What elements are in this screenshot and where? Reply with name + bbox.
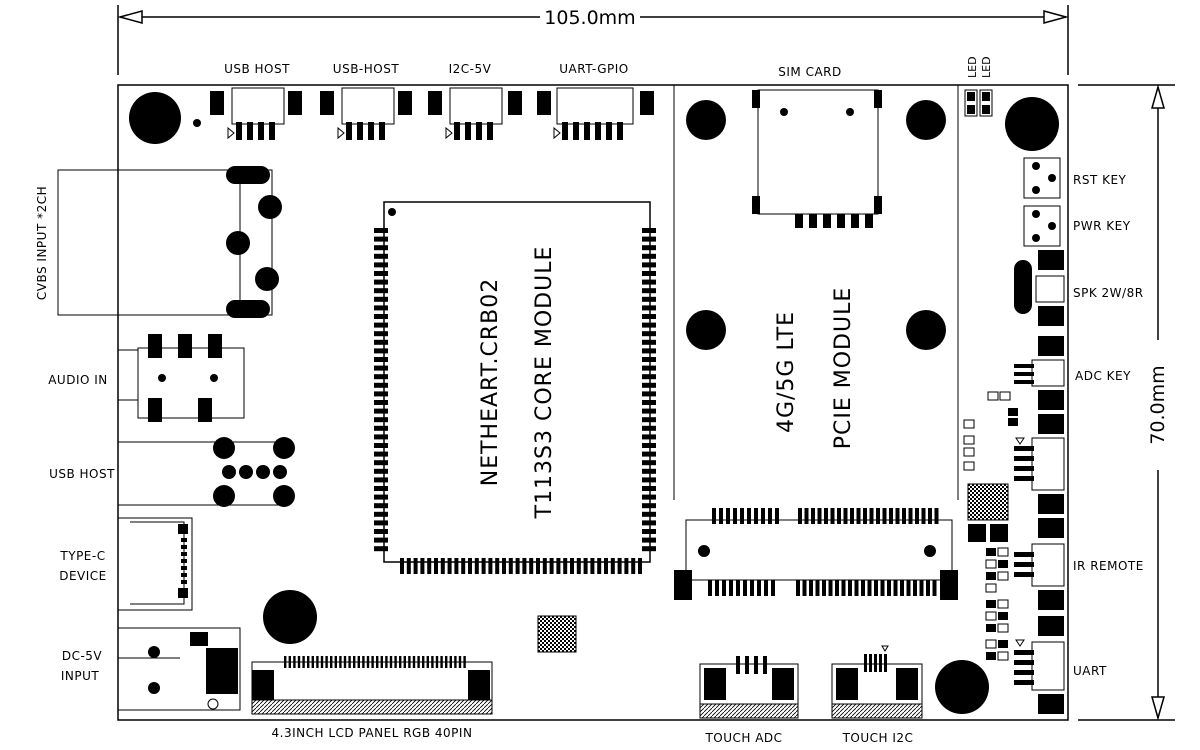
top-connectors <box>210 87 654 140</box>
label-cvbs: CVBS INPUT *2CH <box>35 186 49 300</box>
core-module-line1: NETHEART.CRB02 <box>478 278 503 487</box>
dc-jack <box>117 627 241 711</box>
label-usb-host-left: USB HOST <box>49 467 115 481</box>
label-usb-host-top: USB HOST <box>224 62 290 76</box>
label-typec-1: TYPE-C <box>59 549 105 563</box>
led-indicators <box>964 89 993 117</box>
mount-hole-bottom-left <box>263 590 317 644</box>
label-spk: SPK 2W/8R <box>1073 286 1144 300</box>
label-touch-adc: TOUCH ADC <box>704 731 782 745</box>
label-ir-remote: IR REMOTE <box>1073 559 1144 573</box>
typec-connector <box>117 517 193 611</box>
mount-hole-top-left <box>129 92 181 144</box>
height-label: 70.0mm <box>1147 365 1169 444</box>
height-dimension: 70.0mm <box>1078 84 1175 721</box>
board-outline <box>117 84 1069 721</box>
pcie-module <box>673 85 959 600</box>
audio-jack <box>117 334 245 422</box>
core-module-line2: T113S3 CORE MODULE <box>532 246 557 520</box>
core-module <box>374 201 656 574</box>
label-rst-key: RST KEY <box>1073 173 1127 187</box>
label-dc-1: DC-5V <box>62 649 103 663</box>
label-adc-key: ADC KEY <box>1075 369 1131 383</box>
mount-hole-bottom-right <box>935 660 989 714</box>
label-led-2: LED <box>980 56 993 78</box>
label-uart: UART <box>1073 664 1107 678</box>
pcie-module-line2: PCIE MODULE <box>831 287 856 450</box>
cvbs-connector <box>57 166 282 318</box>
label-pwr-key: PWR KEY <box>1073 219 1131 233</box>
label-i2c: I2C-5V <box>449 62 492 76</box>
label-audio-in: AUDIO IN <box>48 373 108 387</box>
touch-i2c-connector <box>831 645 923 719</box>
width-label: 105.0mm <box>544 7 635 29</box>
touch-adc-connector <box>699 656 799 719</box>
label-touch-i2c: TOUCH I2C <box>842 731 914 745</box>
usb-host-left-connector <box>118 437 295 507</box>
label-sim-card: SIM CARD <box>778 65 842 79</box>
width-dimension: 105.0mm <box>117 5 1069 75</box>
small-chip <box>537 615 577 653</box>
label-led-1: LED <box>966 56 979 78</box>
label-lcd: 4.3INCH LCD PANEL RGB 40PIN <box>272 726 473 740</box>
label-uart-gpio: UART-GPIO <box>559 62 628 76</box>
right-components <box>963 157 1065 714</box>
label-usb-host-top-2: USB-HOST <box>333 62 400 76</box>
label-dc-2: INPUT <box>61 669 100 683</box>
label-typec-2: DEVICE <box>59 569 107 583</box>
mount-hole-top-right <box>1005 97 1059 151</box>
pcie-module-line1: 4G/5G LTE <box>774 311 799 433</box>
lcd-connector <box>251 656 493 715</box>
